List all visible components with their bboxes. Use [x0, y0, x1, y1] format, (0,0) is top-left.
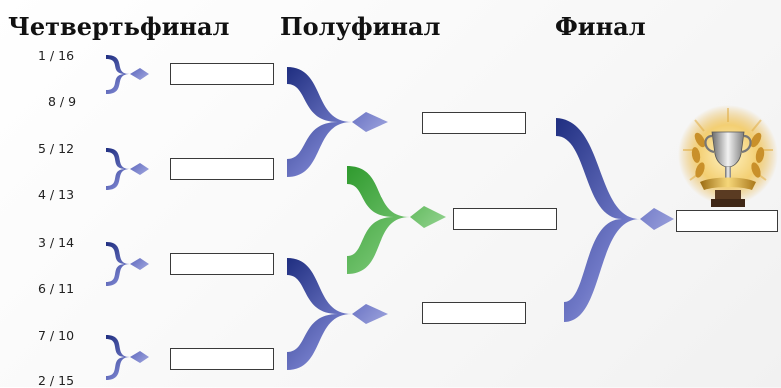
- winner-slot[interactable]: [170, 63, 274, 85]
- trophy-icon: [678, 105, 778, 207]
- champion-slot[interactable]: [676, 210, 778, 232]
- round-title-quarterfinal: Четвертьфинал: [8, 12, 230, 41]
- winner-slot[interactable]: [422, 112, 526, 134]
- round-title-final: Финал: [555, 12, 646, 41]
- seed-label: 8 / 9: [48, 94, 77, 109]
- merge-arrow: [287, 258, 388, 370]
- winner-slot[interactable]: [422, 302, 526, 324]
- seed-label: 6 / 11: [38, 281, 75, 296]
- wildcard-arrow: [347, 166, 446, 274]
- winner-slot[interactable]: [170, 253, 274, 275]
- merge-arrow: [556, 118, 674, 322]
- winner-slot[interactable]: [453, 208, 557, 230]
- merge-arrow: [106, 242, 149, 286]
- seed-label: 4 / 13: [38, 187, 75, 202]
- merge-arrow: [106, 55, 149, 94]
- winner-slot[interactable]: [170, 348, 274, 370]
- seed-label: 7 / 10: [38, 328, 75, 343]
- seed-label: 3 / 14: [38, 235, 75, 250]
- seed-label: 2 / 15: [38, 373, 75, 388]
- seed-label: 1 / 16: [38, 48, 75, 63]
- seed-label: 5 / 12: [38, 141, 75, 156]
- round-title-semifinal: Полуфинал: [280, 12, 441, 41]
- merge-arrow: [106, 148, 149, 190]
- merge-arrow: [106, 335, 149, 380]
- winner-slot[interactable]: [170, 158, 274, 180]
- merge-arrow: [287, 67, 388, 177]
